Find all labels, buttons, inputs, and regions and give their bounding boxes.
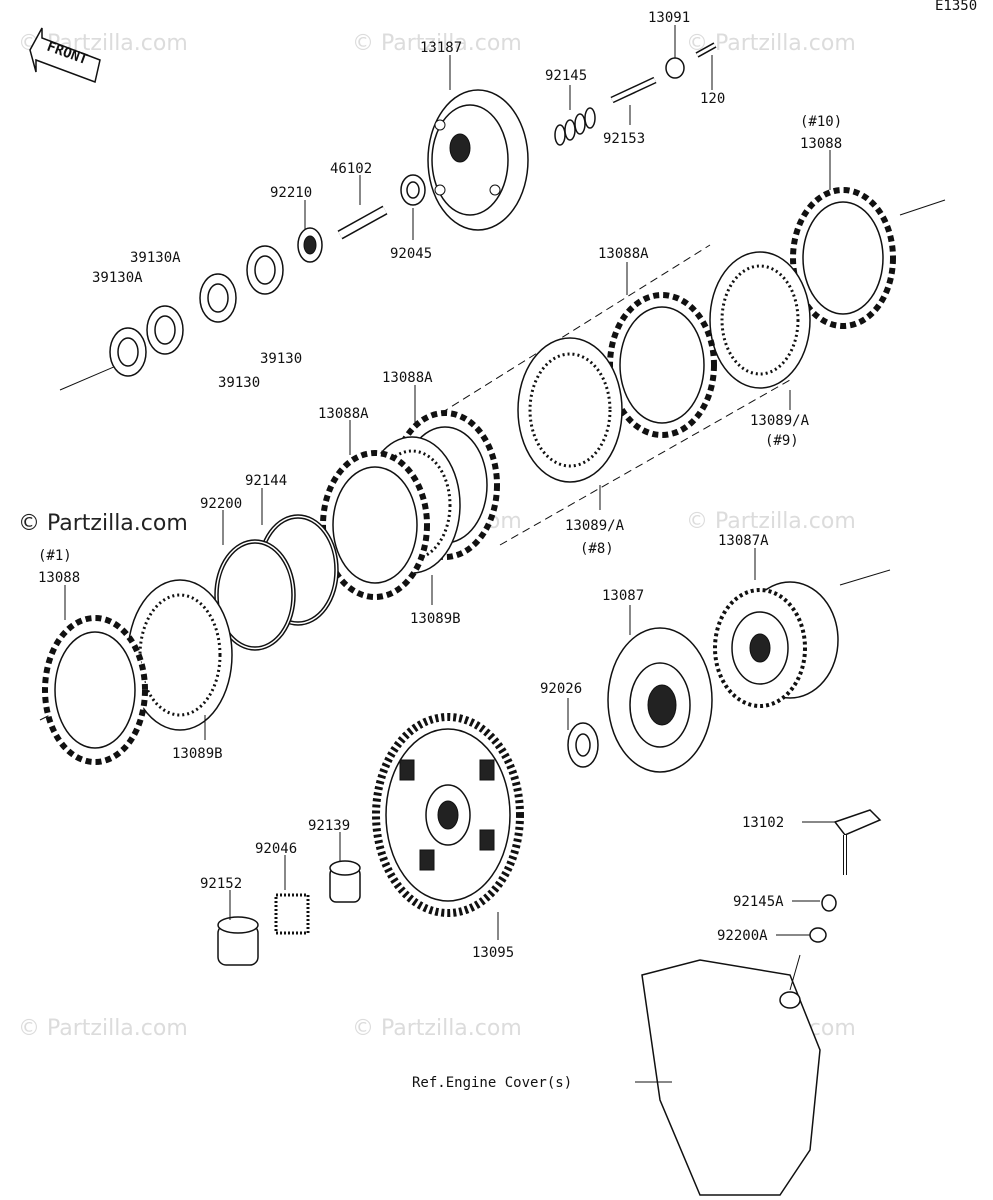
clutch-hub-13087A <box>713 581 839 708</box>
label-13088A: 13088A <box>318 406 369 422</box>
watermark: © Partzilla.com <box>686 31 856 56</box>
label-92210: 92210 <box>270 185 312 201</box>
label-13087: 13087 <box>602 588 644 604</box>
plate-13087 <box>607 627 713 773</box>
label-ref-engine-cover: Ref.Engine Cover(s) <box>412 1075 572 1091</box>
label-92152: 92152 <box>200 876 242 892</box>
label-13089B: 13089B <box>172 746 223 762</box>
watermark: © Partzilla.com <box>18 1016 188 1041</box>
label-92045: 92045 <box>390 246 432 262</box>
label-39130A: 39130A <box>92 270 143 286</box>
label-13088: 13088 <box>800 136 842 152</box>
label-13088A: 13088A <box>598 246 649 262</box>
label-92145A: 92145A <box>733 894 784 910</box>
bushing-92152 <box>217 916 259 966</box>
pin-92153 <box>610 76 657 104</box>
washer-92200A <box>809 927 827 943</box>
clutch-cover-13187 <box>427 89 529 231</box>
watermark: © Partzilla.com <box>18 511 188 536</box>
washer-92210 <box>297 227 323 263</box>
spring-92145A <box>821 894 837 912</box>
label-92144: 92144 <box>245 473 287 489</box>
label-index-8: (#8) <box>580 541 614 557</box>
label-index-9: (#9) <box>765 433 799 449</box>
steel-plate-13089B-bottom <box>127 579 233 731</box>
label-92145: 92145 <box>545 68 587 84</box>
spring-92145 <box>554 107 596 146</box>
watermark: © Partzilla.com <box>352 1016 522 1041</box>
rod-46102 <box>337 205 388 240</box>
label-13102: 13102 <box>742 815 784 831</box>
label-92026: 92026 <box>540 681 582 697</box>
label-13088A: 13088A <box>382 370 433 386</box>
collar-92139 <box>329 860 361 903</box>
label-92046: 92046 <box>255 841 297 857</box>
clutch-housing-13095 <box>372 713 524 917</box>
label-13089-A: 13089/A <box>565 518 625 534</box>
label-39130: 39130 <box>260 351 302 367</box>
label-13095: 13095 <box>472 945 514 961</box>
nut-13091 <box>665 57 685 79</box>
watermark: © Partzilla.com <box>686 509 856 534</box>
label-39130A: 39130A <box>130 250 181 266</box>
label-13088: 13088 <box>38 570 80 586</box>
label-index-10: (#10) <box>800 114 842 130</box>
label-120: 120 <box>700 91 725 107</box>
friction-plate-13088-top <box>790 187 896 329</box>
label-39130: 39130 <box>218 375 260 391</box>
leader-lines <box>64 25 835 1083</box>
friction-plate-13088A-upper <box>607 292 717 438</box>
bolt-120 <box>695 42 717 58</box>
label-index-1: (#1) <box>38 548 72 564</box>
label-92139: 92139 <box>308 818 350 834</box>
steel-plate-13089-8 <box>517 337 623 483</box>
label-13091: 13091 <box>648 10 690 26</box>
label-46102: 46102 <box>330 161 372 177</box>
label-92200: 92200 <box>200 496 242 512</box>
part-labels: 13091 13187 92145 120 92153 46102 92210 … <box>38 10 842 1091</box>
engine-cover <box>641 959 821 1196</box>
needle-bearing-92046 <box>274 893 310 935</box>
label-13089-A: 13089/A <box>750 413 810 429</box>
friction-plate-stack <box>320 410 500 600</box>
lever-13102 <box>833 809 882 875</box>
diagram-code: E1350 <box>935 0 977 14</box>
label-13187: 13187 <box>420 40 462 56</box>
bearing-92045 <box>400 174 426 206</box>
label-13087A: 13087A <box>718 533 769 549</box>
label-13089B: 13089B <box>410 611 461 627</box>
washer-92026 <box>567 722 599 768</box>
label-92153: 92153 <box>603 131 645 147</box>
steel-plate-13089-9 <box>709 251 811 389</box>
label-92200A: 92200A <box>717 928 768 944</box>
watermark: © Partzilla.com <box>352 31 522 56</box>
wire-rings <box>214 514 339 651</box>
friction-plate-13088-bottom <box>42 615 148 765</box>
spring-plates-39130 <box>109 245 284 377</box>
